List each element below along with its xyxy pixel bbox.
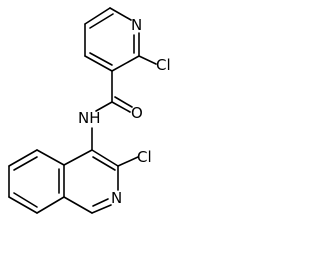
bond-c3-cl <box>117 156 139 167</box>
bond-c4-c3 <box>91 149 119 167</box>
pyridine-nitrogen-label: N <box>131 16 142 34</box>
isoquinoline-ring <box>8 149 139 214</box>
chemical-structure-diagram: N Cl O NH Cl N <box>8 7 171 214</box>
pyridine-ring <box>84 7 157 72</box>
bond-c1-c8a <box>63 196 93 214</box>
bond-c6-n1 <box>109 7 132 21</box>
bond-c5-c6 <box>8 149 38 167</box>
carbonyl-oxygen-label: O <box>131 104 143 122</box>
bond-c4a-c5 <box>36 149 65 166</box>
bond-c6-c5 <box>84 7 111 25</box>
bond-c4-c3-double <box>92 156 116 171</box>
bond-c4a-c4 <box>63 149 93 166</box>
isoquinoline-chlorine-label: Cl <box>137 148 152 166</box>
bond-c6-c5-double <box>89 13 114 29</box>
bond-carbonyl-nh <box>95 101 113 112</box>
bond-c5-c6-double <box>13 156 38 171</box>
bond-c4-c3 <box>84 55 113 72</box>
bond-n2-c1-double <box>92 198 109 207</box>
bond-c7-c8 <box>8 196 38 214</box>
amide-linker <box>91 70 133 151</box>
bond-c2-cl <box>138 55 157 65</box>
bond-carbonyl-o <box>111 101 131 113</box>
pyridine-chlorine-label: Cl <box>156 56 171 74</box>
bond-n2-c1 <box>91 204 112 214</box>
amide-nh-label: NH <box>78 109 101 127</box>
bond-carbonyl-o-double <box>114 96 133 108</box>
bond-c4-c3-double <box>89 52 113 66</box>
bond-c7-c8-double <box>13 192 38 208</box>
isoquinoline-nitrogen-label: N <box>111 189 122 207</box>
bond-c3-c2 <box>111 55 140 72</box>
bond-c8-c8a <box>36 196 65 214</box>
